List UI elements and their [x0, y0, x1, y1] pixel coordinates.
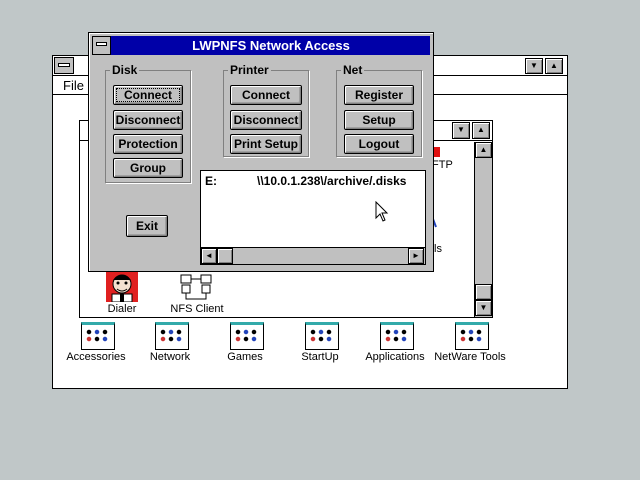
- disk-group-label: Disk: [110, 63, 140, 77]
- register-button[interactable]: Register: [344, 85, 414, 105]
- disk-disconnect-button[interactable]: Disconnect: [113, 110, 183, 130]
- ftp-label: FTP: [432, 159, 453, 171]
- disk-group: Disk: [105, 63, 191, 183]
- group-label: StartUp: [301, 351, 339, 363]
- group-label: Applications: [365, 351, 425, 363]
- setup-button[interactable]: Setup: [344, 110, 414, 130]
- logout-button[interactable]: Logout: [344, 134, 414, 154]
- mouse-cursor-icon: [375, 201, 389, 222]
- startup-group-icon[interactable]: [305, 322, 339, 350]
- printer-group-label: Printer: [228, 63, 271, 77]
- connection-drive: E:: [205, 174, 217, 188]
- menu-file[interactable]: File: [63, 78, 84, 93]
- scroll-thumb[interactable]: [475, 284, 492, 300]
- netware-tools-group-icon[interactable]: [455, 322, 489, 350]
- exit-button[interactable]: Exit: [126, 215, 168, 237]
- nfs-client-label: NFS Client: [170, 303, 224, 315]
- lwpnfs-dialog: LWPNFS Network Access Disk Connect Disco…: [88, 32, 434, 272]
- ftp-icon[interactable]: [432, 147, 440, 157]
- applications-group-icon[interactable]: [380, 322, 414, 350]
- dialog-titlebar[interactable]: LWPNFS Network Access: [92, 36, 430, 55]
- games-group-icon[interactable]: [230, 322, 264, 350]
- printer-disconnect-button[interactable]: Disconnect: [230, 110, 302, 130]
- scroll-thumb[interactable]: [217, 248, 233, 264]
- system-menu-icon[interactable]: [54, 57, 74, 74]
- dialog-title: LWPNFS Network Access: [192, 38, 350, 53]
- net-group-label: Net: [341, 63, 365, 77]
- disk-protection-button[interactable]: Protection: [113, 134, 183, 154]
- group-label: Accessories: [66, 351, 126, 363]
- system-menu-icon[interactable]: [92, 36, 111, 55]
- accessories-group-icon[interactable]: [81, 322, 115, 350]
- horizontal-scrollbar[interactable]: ◄ ►: [201, 247, 425, 264]
- dialer-icon[interactable]: [106, 270, 138, 302]
- group-label: NetWare Tools: [434, 351, 506, 363]
- minimize-button[interactable]: ▼: [525, 58, 543, 74]
- disk-connect-button[interactable]: Connect: [113, 85, 183, 105]
- maximize-button[interactable]: ▲: [472, 122, 490, 139]
- disk-group-button[interactable]: Group: [113, 158, 183, 178]
- minimize-button[interactable]: ▼: [452, 122, 470, 139]
- net-group: Net: [336, 63, 422, 157]
- dialer-label: Dialer: [107, 303, 137, 315]
- scroll-up-button[interactable]: ▲: [475, 142, 492, 158]
- connection-path: \\10.0.1.238\/archive/.disks: [257, 174, 407, 188]
- scroll-down-button[interactable]: ▼: [475, 300, 492, 316]
- printer-group: Printer: [223, 63, 309, 157]
- printer-connect-button[interactable]: Connect: [230, 85, 302, 105]
- nfs-client-icon[interactable]: [179, 273, 215, 303]
- maximize-button[interactable]: ▲: [545, 58, 563, 74]
- network-group-icon[interactable]: [155, 322, 189, 350]
- tools-label: ls: [434, 243, 442, 255]
- connection-list[interactable]: E: \\10.0.1.238\/archive/.disks ◄ ►: [200, 170, 426, 265]
- group-label: Network: [149, 351, 191, 363]
- group-label: Games: [227, 351, 263, 363]
- print-setup-button[interactable]: Print Setup: [230, 134, 302, 154]
- scroll-left-button[interactable]: ◄: [201, 248, 217, 264]
- vertical-scrollbar[interactable]: ▲ ▼: [474, 142, 492, 317]
- scroll-right-button[interactable]: ►: [408, 248, 424, 264]
